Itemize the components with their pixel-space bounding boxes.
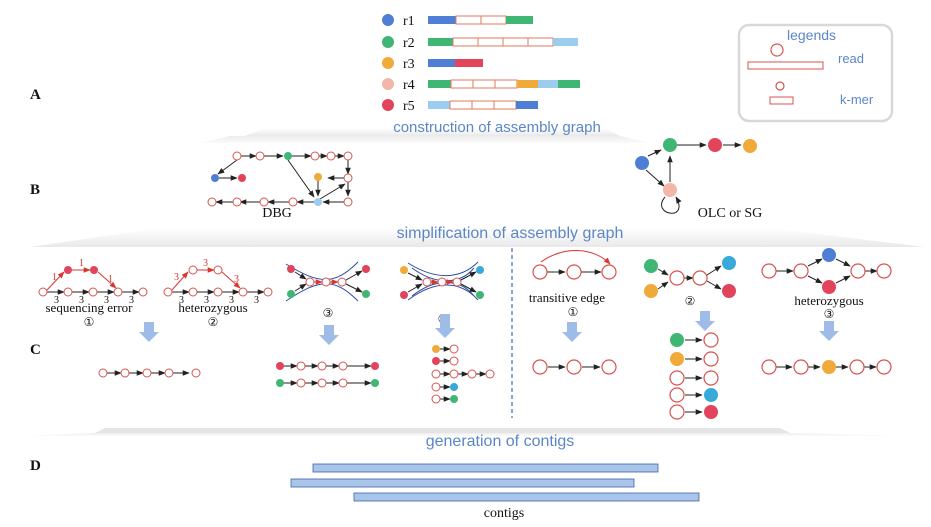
kmer-node-symbol xyxy=(775,81,785,91)
olc-label: OLC or SG xyxy=(698,206,763,221)
stage-simplification-label: simplification of assembly graph xyxy=(397,225,624,242)
case-number: ① xyxy=(84,315,95,329)
svg-text:3: 3 xyxy=(129,295,134,306)
read-node-symbol xyxy=(770,43,784,57)
svg-text:1: 1 xyxy=(52,272,57,283)
read-label: r4 xyxy=(403,78,415,93)
read-label: r2 xyxy=(403,36,415,51)
svg-text:1: 1 xyxy=(108,274,113,285)
panel-letter-a: A xyxy=(30,87,41,103)
simplify-arrows xyxy=(139,311,839,345)
case-number: ③ xyxy=(323,306,334,320)
read-dot-pink xyxy=(382,78,394,90)
result-complex-repeat-dbg xyxy=(431,344,495,404)
case-transitive-edge xyxy=(532,250,617,280)
read-label: r5 xyxy=(403,99,415,114)
result-repeat-olc xyxy=(669,332,719,420)
case-number: ② xyxy=(685,294,696,308)
case-heterozygous-dbg: 3 3 3 3 3 3 3 xyxy=(163,258,273,306)
svg-text:3: 3 xyxy=(229,295,234,306)
case-heterozygous-olc xyxy=(761,248,892,294)
svg-text:3: 3 xyxy=(79,295,84,306)
read-label: r1 xyxy=(403,14,415,29)
down-arrow-icon xyxy=(435,314,455,338)
case-sequencing-error: 1 1 1 3 3 3 3 xyxy=(38,258,148,306)
read-label: r3 xyxy=(403,57,415,72)
case-sequencing-error-label: sequencing error xyxy=(46,300,134,315)
svg-text:3: 3 xyxy=(104,295,109,306)
read-row-r2: r2 xyxy=(382,36,578,51)
down-arrow-icon xyxy=(319,325,339,345)
down-arrow-icon xyxy=(819,321,839,341)
svg-text:3: 3 xyxy=(254,295,259,306)
svg-text:3: 3 xyxy=(234,274,239,285)
read-dot-green xyxy=(382,36,394,48)
result-sequencing-error xyxy=(98,368,201,378)
read-dot-orange xyxy=(382,57,394,69)
read-row-r3: r3 xyxy=(382,57,483,72)
case-transitive-edge-label: transitive edge xyxy=(529,290,605,305)
contig-bar xyxy=(312,463,659,473)
svg-text:3: 3 xyxy=(54,295,59,306)
legend-box: legends read k-mer xyxy=(737,23,894,123)
svg-text:3: 3 xyxy=(179,295,184,306)
read-bar-symbol xyxy=(747,61,824,70)
read-dot-red xyxy=(382,99,394,111)
panel-letter-b: B xyxy=(30,182,40,198)
read-row-r5: r5 xyxy=(382,99,538,114)
contig-bar xyxy=(290,478,635,488)
case-number: ② xyxy=(208,315,219,329)
legend-kmer-label: k-mer xyxy=(840,92,874,107)
stage-construction-label: construction of assembly graph xyxy=(393,119,601,136)
case-repeat-dbg xyxy=(285,261,370,302)
result-heterozygous-olc xyxy=(761,359,892,375)
dbg-label: DBG xyxy=(262,206,292,221)
contig-bar xyxy=(353,492,700,502)
down-arrow-icon xyxy=(562,322,582,342)
read-list: r1 r2 r3 r4 xyxy=(382,14,580,114)
result-repeat-dbg xyxy=(276,361,379,388)
case-heterozygous-label: heterozygous xyxy=(178,300,247,315)
case-number: ① xyxy=(568,305,579,319)
svg-text:3: 3 xyxy=(174,272,179,283)
result-transitive-edge xyxy=(532,359,617,375)
down-arrow-icon xyxy=(695,311,715,331)
kmer-bar-symbol xyxy=(769,96,794,105)
svg-text:1: 1 xyxy=(79,258,84,269)
svg-text:3: 3 xyxy=(203,258,208,269)
read-row-r1: r1 xyxy=(382,14,533,29)
read-row-r4: r4 xyxy=(382,78,580,93)
case-heterozygous-olc-label: heterozygous xyxy=(794,293,863,308)
stage-band xyxy=(245,128,620,136)
case-complex-repeat-dbg xyxy=(400,261,484,301)
olc-graph xyxy=(635,138,757,214)
case-number: ③ xyxy=(824,307,835,321)
down-arrow-icon xyxy=(139,322,159,342)
panel-letter-d: D xyxy=(30,458,41,474)
dbg-graph xyxy=(207,151,353,207)
panel-letter-c: C xyxy=(30,342,41,358)
svg-text:3: 3 xyxy=(204,295,209,306)
read-dot-blue xyxy=(382,14,394,26)
legend-read-label: read xyxy=(838,51,864,66)
contigs xyxy=(290,463,700,502)
contigs-label: contigs xyxy=(484,506,524,521)
legend-title: legends xyxy=(787,27,836,43)
stage-generation-label: generation of contigs xyxy=(426,433,575,450)
case-repeat-olc xyxy=(644,256,736,298)
